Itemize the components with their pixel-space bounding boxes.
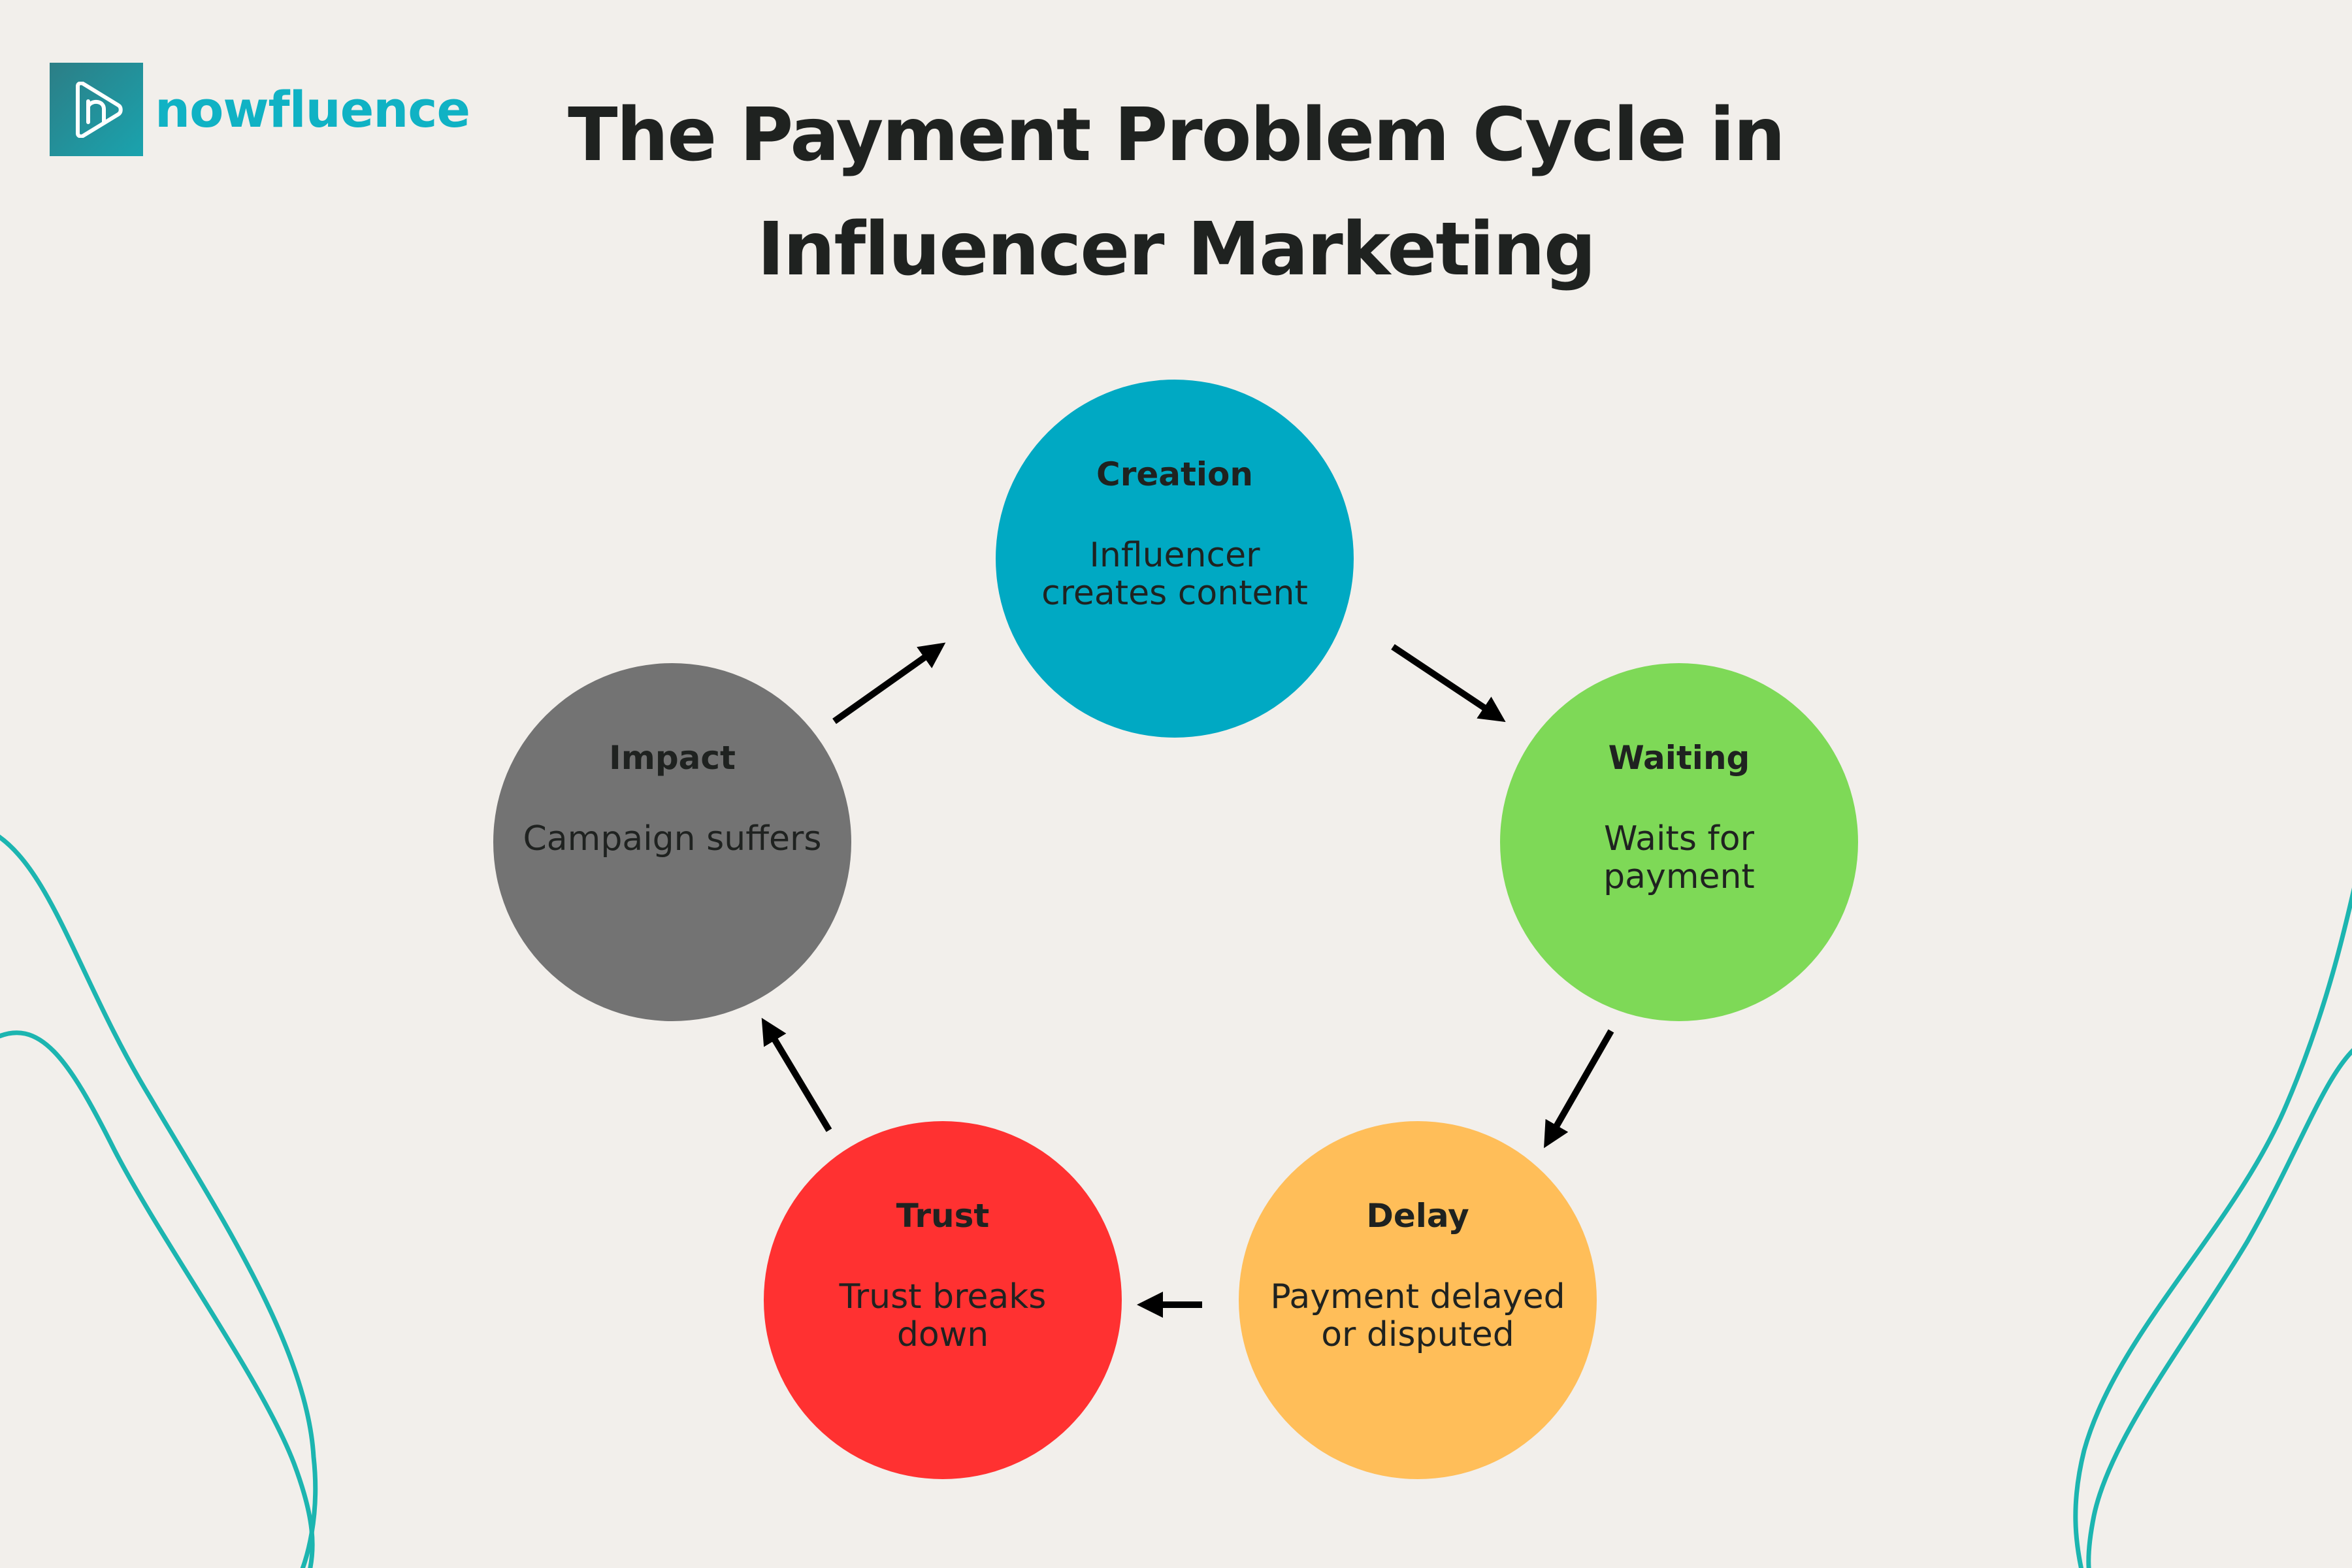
- stage-label: Waiting: [1608, 739, 1750, 777]
- arrow-creation-to-waiting: [1391, 644, 1506, 723]
- page-title-line-1: The Payment Problem Cycle in: [568, 93, 1786, 178]
- stage-waiting: Waiting Waits for payment: [1500, 663, 1858, 1021]
- stage-description: Campaign suffers: [523, 819, 822, 858]
- play-n-icon: [50, 63, 143, 156]
- stage-delay: Delay Payment delayed or disputed: [1239, 1121, 1597, 1479]
- brand-name: nowfluence: [155, 80, 470, 139]
- stage-label: Delay: [1366, 1197, 1469, 1235]
- stage-description: Waits for payment: [1603, 819, 1755, 896]
- page-title-line-2: Influencer Marketing: [757, 207, 1596, 292]
- swirl-line-left-outer: [0, 834, 318, 1568]
- stage-label: Trust: [896, 1197, 990, 1235]
- arrow-trust-to-impact: [761, 1017, 832, 1132]
- stage-description: Payment delayed or disputed: [1270, 1277, 1565, 1354]
- swirl-line-right-inner: [2086, 1048, 2352, 1568]
- stage-impact: Impact Campaign suffers: [493, 663, 851, 1021]
- brand-logo[interactable]: nowfluence: [50, 62, 470, 157]
- stage-creation: Creation Influencer creates content: [996, 380, 1354, 738]
- stage-label: Impact: [609, 739, 736, 777]
- stage-description: Trust breaks down: [839, 1277, 1047, 1354]
- arrow-impact-to-creation: [832, 642, 946, 725]
- swirl-line-left-inner: [0, 1030, 315, 1568]
- stage-trust: Trust Trust breaks down: [764, 1121, 1122, 1479]
- swirl-line-right-outer: [2073, 887, 2352, 1568]
- arrow-waiting-to-delay: [1544, 1029, 1614, 1149]
- stage-label: Creation: [1096, 455, 1253, 493]
- stage-description: Influencer creates content: [1041, 536, 1308, 613]
